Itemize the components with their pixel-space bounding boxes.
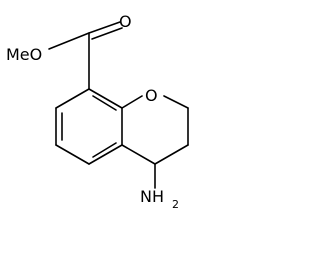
bond-methoxy-o-to-carbonyl-c [48, 32, 90, 50]
ring-oxygen-label: O [145, 86, 158, 105]
bond-ring-o-to-c2 [163, 95, 189, 109]
bond-ring-c3-to-c4 [154, 144, 189, 165]
amine-subscript-label: 2 [172, 198, 179, 211]
bond-ring-c8a-to-o [121, 95, 143, 109]
amine-label: NH [140, 187, 164, 206]
bond-ring-c4-to-c4a [121, 144, 156, 165]
carbonyl-oxygen-label: O [119, 12, 132, 31]
bond-benzene-inner-bottom [92, 142, 117, 158]
bond-benzene-4 [88, 144, 123, 165]
chemical-structure-diagram: MeO O O NH 2 [6, 12, 189, 211]
methoxy-label: MeO [6, 45, 42, 64]
bond-benzene-3 [55, 144, 90, 165]
bond-benzene-1 [55, 88, 90, 109]
bond-carbonyl-c-to-o-2 [91, 27, 123, 40]
bond-benzene-inner-top [92, 95, 117, 111]
bond-carbonyl-c-to-o-1 [88, 21, 121, 34]
bond-benzene-6 [88, 88, 123, 109]
